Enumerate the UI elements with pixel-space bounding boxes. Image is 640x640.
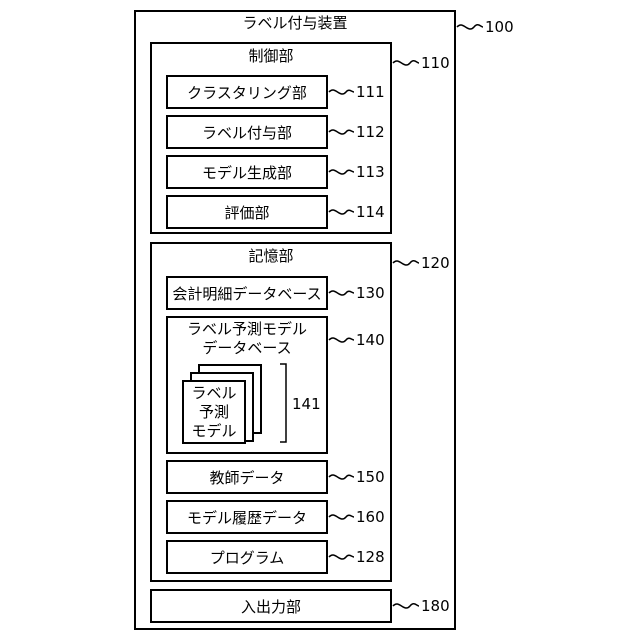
leader-line-130 — [329, 291, 354, 295]
leader-line-180 — [393, 604, 419, 608]
ref-128: 128 — [356, 550, 385, 565]
ref-110: 110 — [421, 56, 450, 71]
ref-141: 141 — [292, 397, 321, 412]
ref-111: 111 — [356, 85, 385, 100]
ref-150: 150 — [356, 470, 385, 485]
ref-114: 114 — [356, 205, 385, 220]
ref-113: 113 — [356, 165, 385, 180]
leader-line-100 — [457, 25, 483, 29]
leader-line-140 — [329, 338, 354, 342]
ref-112: 112 — [356, 125, 385, 140]
ref-100: 100 — [485, 20, 514, 35]
ref-130: 130 — [356, 286, 385, 301]
leader-line-113 — [329, 170, 354, 174]
leader-line-128 — [329, 555, 354, 559]
leader-line-120 — [393, 261, 419, 265]
leader-line-160 — [329, 515, 354, 519]
leader-line-110 — [393, 61, 419, 65]
leader-line-111 — [329, 90, 354, 94]
ref-180: 180 — [421, 599, 450, 614]
ref-160: 160 — [356, 510, 385, 525]
leader-line-112 — [329, 130, 354, 134]
leader-line-114 — [329, 210, 354, 214]
ref-140: 140 — [356, 333, 385, 348]
bracket-141 — [280, 364, 286, 442]
ref-120: 120 — [421, 256, 450, 271]
leader-line-150 — [329, 475, 354, 479]
